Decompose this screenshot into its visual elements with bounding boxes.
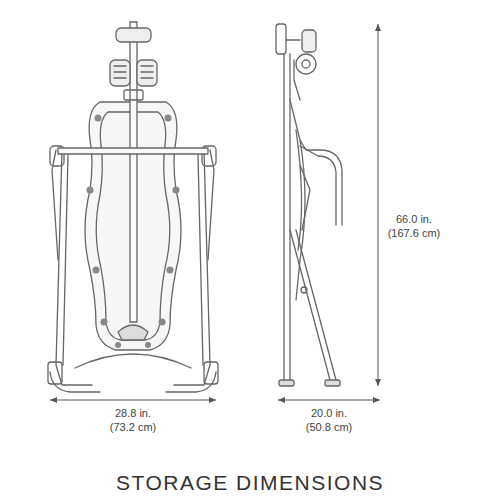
- dimension-label: (73.2 cm): [110, 421, 156, 434]
- side-view: [276, 24, 342, 386]
- dimension-label: 20.0 in.: [311, 407, 347, 420]
- dimension-label: (50.8 cm): [306, 421, 352, 434]
- dimension-label: (167.6 cm): [388, 227, 441, 240]
- dimension-lines: [50, 24, 380, 400]
- dimension-label: 66.0 in.: [396, 213, 432, 226]
- dimension-label: 28.8 in.: [115, 407, 151, 420]
- caption: STORAGE DIMENSIONS: [116, 471, 384, 495]
- front-view: [48, 22, 218, 392]
